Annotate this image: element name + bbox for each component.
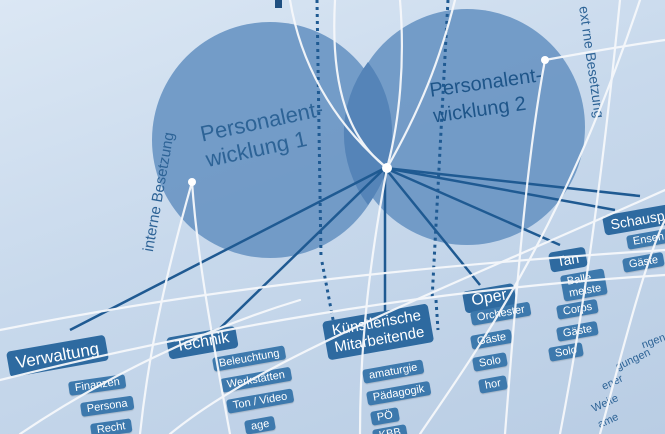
dotted-lines (315, 0, 450, 331)
top-post (275, 0, 282, 8)
circle-left (152, 22, 388, 258)
string-knots (188, 56, 549, 186)
